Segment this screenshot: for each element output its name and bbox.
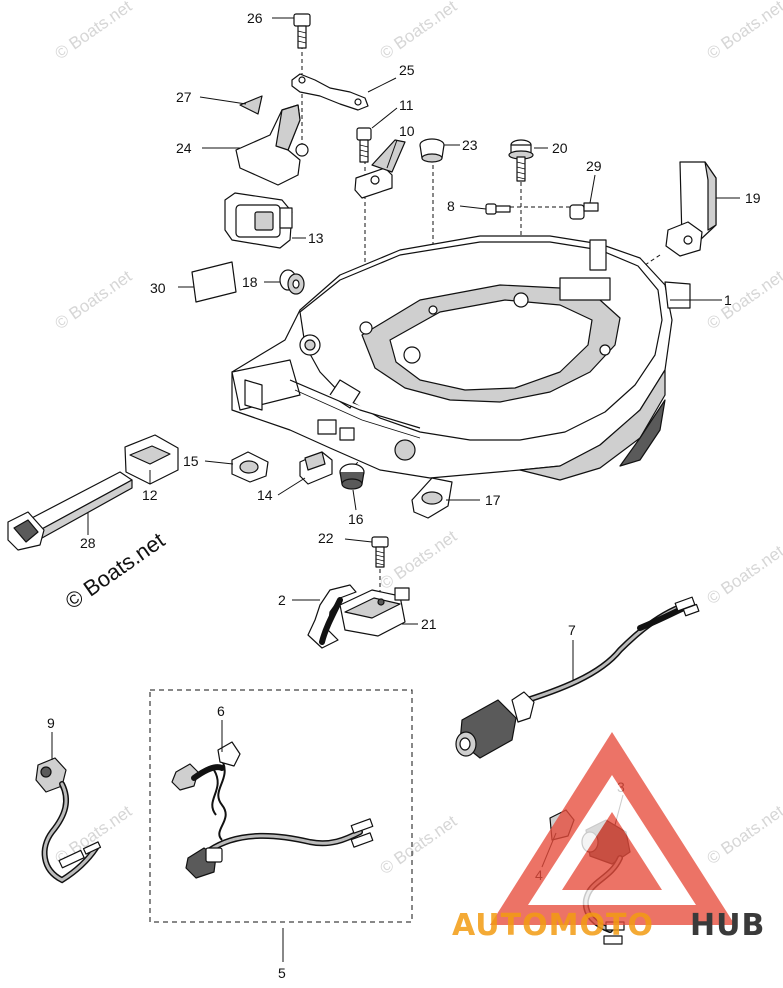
brand-wordmark: AUTOMOTO HUB <box>452 908 765 943</box>
part-14-clip <box>299 451 333 485</box>
brand-name-part2: HUB <box>690 908 765 943</box>
brand-name-part1: AUTOMOTO <box>452 908 654 943</box>
callout-18: 18 <box>242 274 258 290</box>
callout-2: 2 <box>278 592 286 608</box>
part-24-holder <box>235 104 309 186</box>
part-8-screw <box>485 203 511 215</box>
part-11-screw <box>356 127 372 163</box>
callout-12: 12 <box>142 487 158 503</box>
callout-5: 5 <box>278 965 286 981</box>
part-26-bolt <box>293 13 311 49</box>
part-20-bolt <box>508 139 534 182</box>
watermark-text: © Boats.net <box>703 0 783 63</box>
part-21-connector <box>339 587 410 637</box>
callout-28: 28 <box>80 535 96 551</box>
callout-29: 29 <box>586 158 602 174</box>
callout-25: 25 <box>399 62 415 78</box>
callout-20: 20 <box>552 140 568 156</box>
part-5-kit-box <box>149 689 413 923</box>
watermark-text: © Boats.net <box>703 801 783 868</box>
watermark-text-large: © Boats.net <box>61 527 170 614</box>
part-23-plug <box>419 138 445 163</box>
part-28-lever <box>7 471 133 551</box>
part-30-label <box>191 261 237 303</box>
part-12-cap <box>124 434 179 485</box>
callout-labels: 1 2 3 4 5 6 7 8 9 10 11 12 13 14 15 16 1… <box>47 10 761 981</box>
callout-10: 10 <box>399 123 415 139</box>
callout-6: 6 <box>217 703 225 719</box>
watermark-text: © Boats.net <box>376 0 460 63</box>
callout-27: 27 <box>176 89 192 105</box>
part-22-screw <box>371 536 389 568</box>
part-7-sensor-cable <box>455 596 700 759</box>
part-19-latch <box>665 161 717 257</box>
callout-26: 26 <box>247 10 263 26</box>
part-25-plate <box>291 73 369 111</box>
callout-21: 21 <box>421 616 437 632</box>
callout-30: 30 <box>150 280 166 296</box>
callout-22: 22 <box>318 530 334 546</box>
watermark-text: © Boats.net <box>376 526 460 593</box>
part-18-grommet <box>279 269 305 295</box>
callout-9: 9 <box>47 715 55 731</box>
callout-14: 14 <box>257 487 273 503</box>
part-13-switch <box>224 192 293 249</box>
part-29-screw <box>569 202 599 220</box>
logo-triangle-core <box>562 812 662 890</box>
callout-17: 17 <box>485 492 501 508</box>
callout-1: 1 <box>724 292 732 308</box>
callout-24: 24 <box>176 140 192 156</box>
part-16-plug <box>339 463 365 490</box>
watermark-text: © Boats.net <box>51 266 135 333</box>
part-17-grommet <box>411 477 453 519</box>
watermark-text: © Boats.net <box>376 811 460 878</box>
part-6-lanyard-harness <box>171 741 374 879</box>
leader-lines <box>51 17 740 962</box>
callout-13: 13 <box>308 230 324 246</box>
part-15-grommet <box>231 451 269 483</box>
watermark-text: © Boats.net <box>51 0 135 63</box>
part-9-switch-cable <box>35 757 102 884</box>
part-27-tab <box>239 95 263 115</box>
callout-8: 8 <box>447 198 455 214</box>
part-1-bottom-cowl <box>231 235 691 481</box>
callout-7: 7 <box>568 622 576 638</box>
brand-logo <box>490 732 735 925</box>
part-10-bracket <box>354 139 406 199</box>
callout-11: 11 <box>399 97 414 113</box>
callout-23: 23 <box>462 137 478 153</box>
part-2-wire-clip <box>307 584 357 649</box>
callout-15: 15 <box>183 453 199 469</box>
watermark-text: © Boats.net <box>703 541 783 608</box>
callout-19: 19 <box>745 190 761 206</box>
callout-16: 16 <box>348 511 364 527</box>
